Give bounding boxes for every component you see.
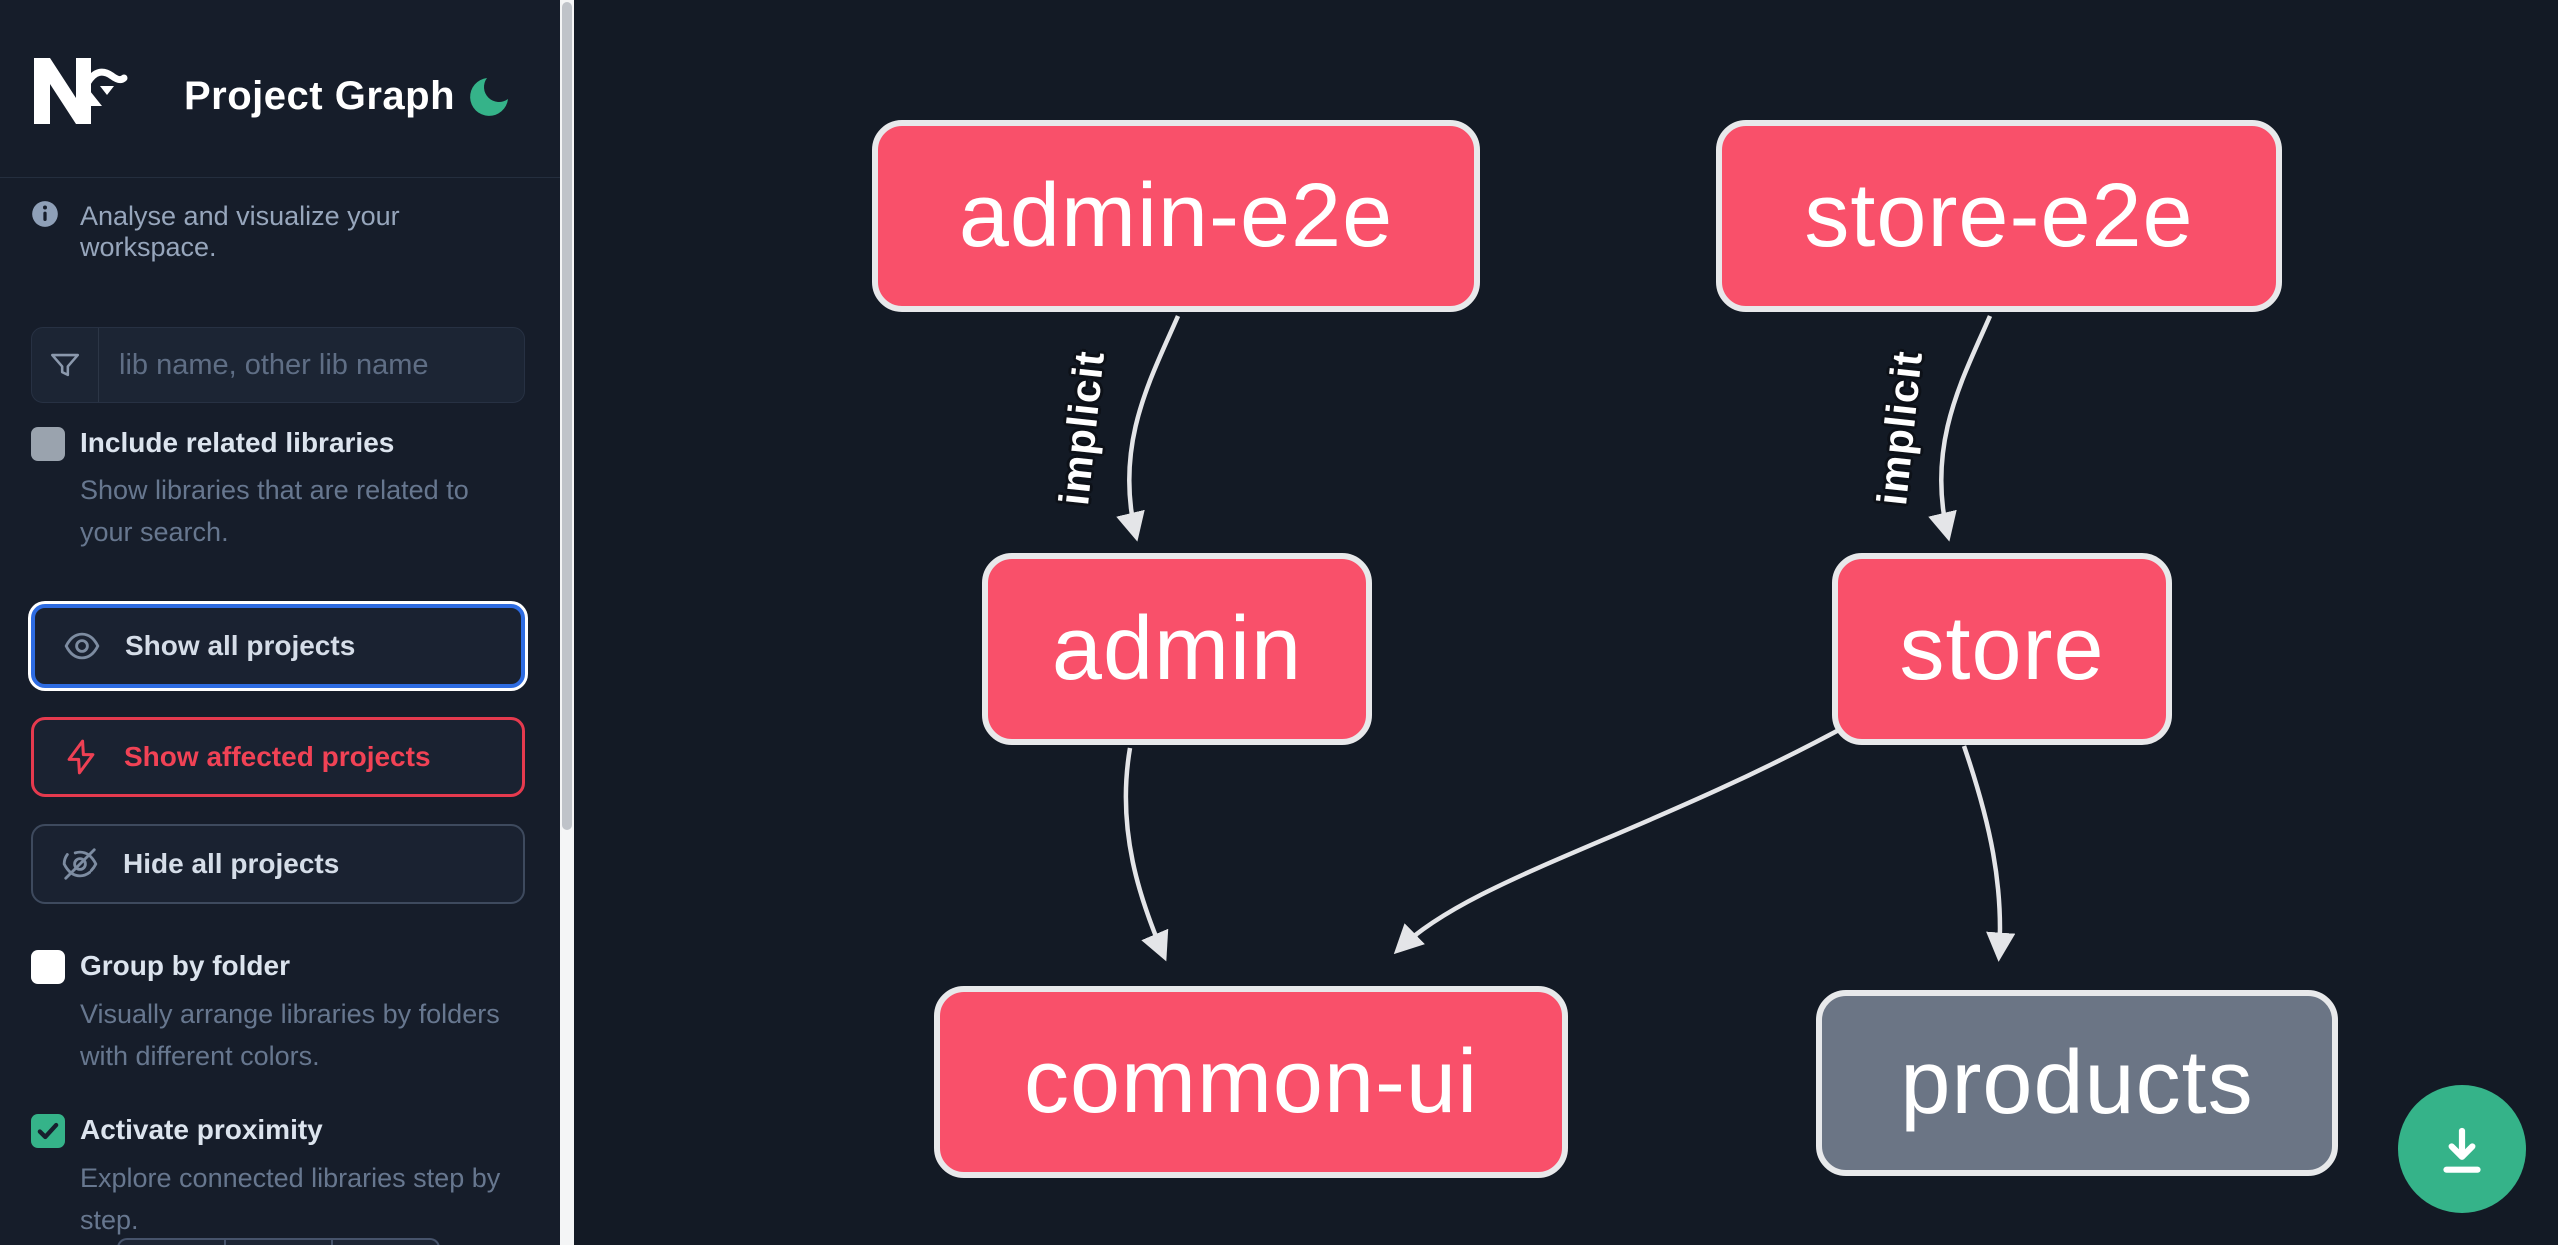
moon-icon xyxy=(470,78,508,116)
show-affected-projects-label: Show affected projects xyxy=(124,741,431,772)
edge-store-products[interactable] xyxy=(1961,745,2016,962)
edge-admin-e2e-admin[interactable] xyxy=(1116,315,1181,542)
proximity-decrement-segment[interactable] xyxy=(119,1240,226,1245)
proximity-value-segment xyxy=(226,1240,333,1245)
show-all-projects-button[interactable]: Show all projects xyxy=(31,604,525,688)
sidebar-scrollbar-track[interactable] xyxy=(560,0,574,1245)
show-all-projects-label: Show all projects xyxy=(125,630,356,661)
nx-logo xyxy=(34,58,128,124)
hide-all-projects-button[interactable]: Hide all projects xyxy=(31,824,525,904)
include-related-label: Include related libraries xyxy=(80,427,395,458)
include-related-description: Show libraries that are related to your … xyxy=(80,475,469,547)
group-by-folder-checkbox[interactable] xyxy=(31,950,65,984)
proximity-stepper[interactable] xyxy=(117,1238,440,1245)
activate-proximity-label: Activate proximity xyxy=(80,1114,323,1145)
group-by-folder-description: Visually arrange libraries by folders wi… xyxy=(80,999,500,1071)
download-icon xyxy=(2443,1127,2481,1173)
graph-node-store-e2e[interactable]: store-e2e xyxy=(1716,120,2282,312)
hide-all-projects-label: Hide all projects xyxy=(123,848,340,879)
activate-proximity-checkbox[interactable] xyxy=(31,1114,65,1148)
sidebar-header: Project Graph xyxy=(0,0,560,178)
eye-icon xyxy=(64,632,100,660)
page-title: Project Graph xyxy=(184,74,456,118)
workspace-info: Analyse and visualize your workspace. xyxy=(31,198,531,262)
workspace-info-text: Analyse and visualize your workspace. xyxy=(80,201,400,262)
graph-node-store[interactable]: store xyxy=(1832,553,2172,745)
bolt-icon xyxy=(67,739,95,775)
sidebar: Project Graph Analyse and visualize your… xyxy=(0,0,560,1245)
graph-node-admin-e2e[interactable]: admin-e2e xyxy=(872,120,1480,312)
graph-node-products[interactable]: products xyxy=(1816,990,2338,1176)
proximity-increment-segment[interactable] xyxy=(333,1240,438,1245)
project-search-input[interactable] xyxy=(99,328,524,402)
graph-node-admin[interactable]: admin xyxy=(982,553,1372,745)
show-affected-projects-button[interactable]: Show affected projects xyxy=(31,717,525,797)
info-icon xyxy=(32,201,58,227)
edge-store-e2e-store[interactable] xyxy=(1928,315,1993,542)
edge-admin-common-ui[interactable] xyxy=(1123,747,1169,962)
eye-off-icon xyxy=(62,848,98,880)
group-by-folder-label: Group by folder xyxy=(80,950,290,981)
filter-icon-cell xyxy=(32,328,99,402)
checkmark-icon xyxy=(37,1122,59,1140)
theme-toggle-button[interactable] xyxy=(466,72,514,120)
include-related-checkbox[interactable] xyxy=(31,427,65,461)
graph-node-common-ui[interactable]: common-ui xyxy=(934,986,1568,1178)
filter-funnel-icon xyxy=(50,353,80,377)
activate-proximity-description: Explore connected libraries step by step… xyxy=(80,1163,501,1235)
sidebar-scrollbar-thumb[interactable] xyxy=(562,2,572,830)
edge-store-common-ui[interactable] xyxy=(1393,722,1852,955)
project-filter-box xyxy=(31,327,525,403)
download-graph-button[interactable] xyxy=(2398,1085,2526,1213)
